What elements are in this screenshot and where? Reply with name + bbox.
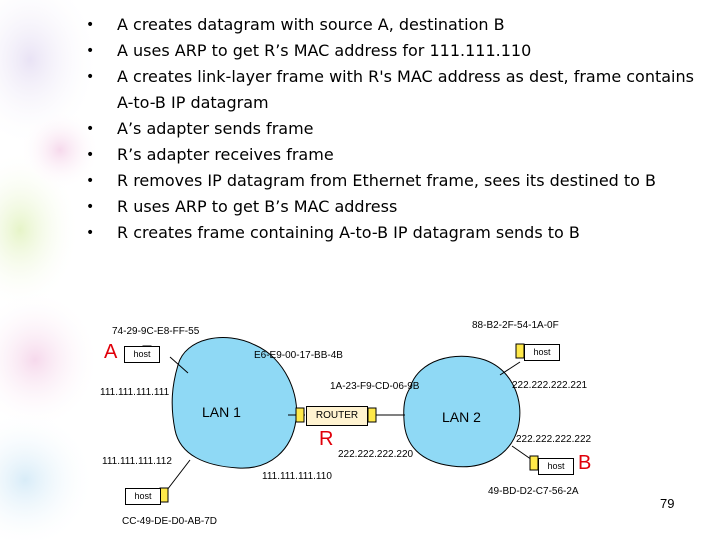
lan2-label: LAN 2	[442, 409, 481, 425]
bullet-dot: •	[86, 225, 95, 241]
bullet-item: • A creates link-layer frame with R's MAC…	[86, 64, 706, 116]
mac-b-label: 49-BD-D2-C7-56-2A	[488, 486, 579, 497]
mac-r-lan1-label: E6-E9-00-17-BB-4B	[254, 350, 343, 361]
host-2-box: host	[125, 488, 161, 505]
ip-b-label: 222.222.222.222	[516, 434, 592, 445]
ip-host2-label: 111.111.111.112	[102, 456, 172, 467]
adapter-b	[529, 455, 539, 471]
node-b-label: B	[578, 452, 592, 474]
bullet-dot: •	[86, 199, 95, 215]
bullet-text: R’s adapter receives frame	[117, 145, 334, 164]
host-top-right-box: host	[524, 344, 560, 361]
router-box: ROUTER	[306, 406, 368, 426]
link-host2	[166, 459, 191, 491]
bullet-item: • R removes IP datagram from Ethernet fra…	[86, 168, 706, 194]
mac-host2-label: CC-49-DE-D0-AB-7D	[122, 516, 218, 527]
bullet-item: • A creates datagram with source A, desti…	[86, 12, 706, 38]
bullet-dot: •	[86, 69, 95, 85]
link-a	[169, 356, 189, 374]
adapter-top-right	[515, 343, 525, 359]
node-a-label: A	[104, 341, 118, 363]
bullet-list: • A creates datagram with source A, desti…	[86, 12, 706, 246]
bullet-dot: •	[86, 173, 95, 189]
link-host-top-right	[499, 361, 521, 376]
bullet-text: R uses ARP to get B’s MAC address	[117, 197, 398, 216]
bullet-item: • A’s adapter sends frame	[86, 116, 706, 142]
bullet-text: A’s adapter sends frame	[117, 119, 314, 138]
host-b-box: host	[538, 458, 574, 475]
page-number: 79	[660, 496, 675, 511]
ip-host-top-right-label: 222.222.222.221	[512, 380, 588, 391]
bullet-text: R removes IP datagram from Ethernet fram…	[117, 171, 657, 190]
bullet-dot: •	[86, 121, 95, 137]
node-r-label: R	[319, 428, 334, 450]
lan2-cloud	[403, 355, 521, 468]
bullet-dot: •	[86, 17, 95, 33]
bullet-item: • R’s adapter receives frame	[86, 142, 706, 168]
lan1-label: LAN 1	[202, 404, 241, 420]
adapter-host2	[159, 487, 169, 503]
mac-r-lan2-label: 1A-23-F9-CD-06-9B	[330, 381, 420, 392]
bullet-text: R creates frame containing A-to-B IP dat…	[117, 223, 580, 242]
ip-r-lan2-label: 222.222.222.220	[338, 449, 414, 460]
bullet-text: A uses ARP to get R’s MAC address for 11…	[117, 41, 532, 60]
bullet-text: A creates link-layer frame with R's MAC …	[117, 67, 694, 112]
host-a-box: host	[124, 346, 160, 363]
bullet-text: A creates datagram with source A, destin…	[117, 15, 505, 34]
ip-a-label: 111.111.111.111	[100, 387, 170, 398]
bullet-dot: •	[86, 147, 95, 163]
bullet-item: • R uses ARP to get B’s MAC address	[86, 194, 706, 220]
bullet-item: • A uses ARP to get R’s MAC address for 1…	[86, 38, 706, 64]
mac-a-label: 74-29-9C-E8-FF-55	[112, 326, 200, 337]
adapter-router-left	[295, 407, 305, 423]
mac-host-top-right-label: 88-B2-2F-54-1A-0F	[472, 320, 559, 331]
ip-r-lan1-label: 111.111.111.110	[262, 471, 332, 482]
lan1-cloud	[171, 337, 298, 469]
bullet-dot: •	[86, 43, 95, 59]
adapter-router-right	[367, 407, 377, 423]
bullet-item: • R creates frame containing A-to-B IP da…	[86, 220, 706, 246]
